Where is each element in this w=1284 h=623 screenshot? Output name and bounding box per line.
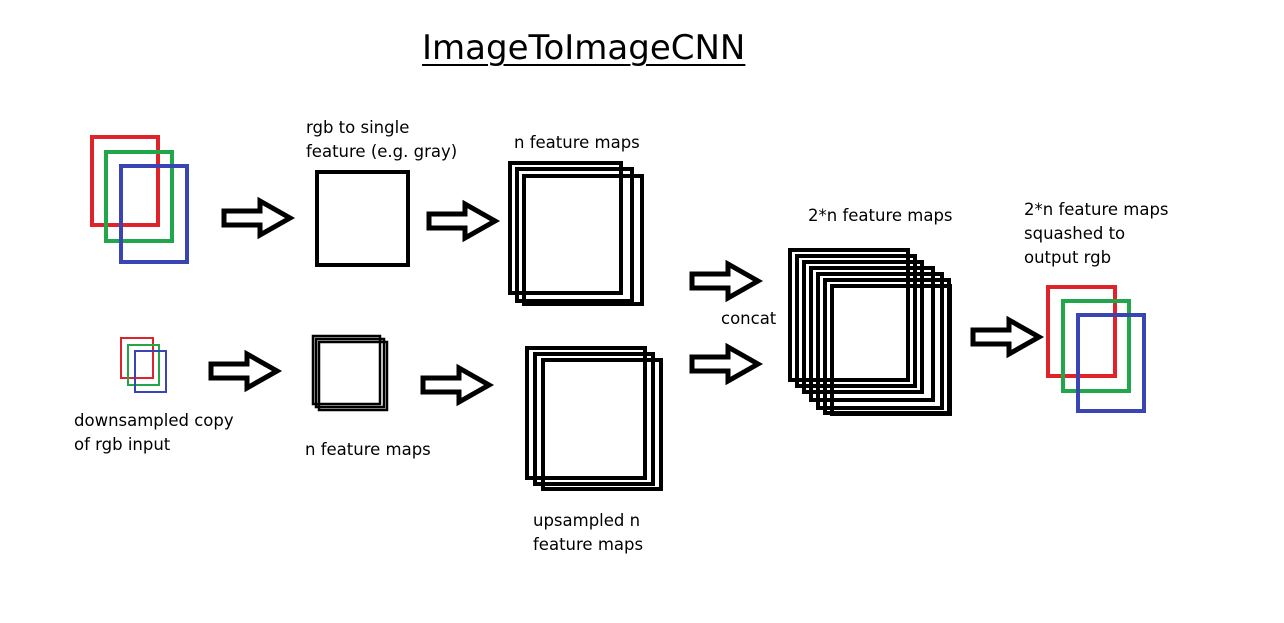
label-line: feature maps [533, 535, 644, 554]
feature-map [795, 254, 917, 388]
green-channel-square [104, 150, 174, 243]
label-line: 2*n feature maps [1024, 200, 1169, 219]
two-n-feature-maps-label: 2*n feature maps [808, 204, 953, 228]
green-channel-square [127, 344, 160, 386]
arrow-icon [692, 264, 758, 298]
n-feature-maps-stack-top [508, 161, 644, 306]
rgb-output-icon [1046, 285, 1146, 413]
upsampled-feature-maps-stack [525, 346, 663, 491]
feature-map [788, 248, 910, 382]
red-channel-square [90, 135, 160, 227]
green-channel-square [1061, 299, 1131, 393]
feature-map [533, 352, 655, 486]
n-feature-maps-stack-bottom [311, 334, 389, 412]
red-channel-square [1046, 285, 1117, 378]
red-channel-square [120, 337, 154, 379]
blue-channel-square [1076, 313, 1146, 413]
label-line: downsampled copy [74, 411, 234, 430]
feature-map [522, 174, 644, 306]
feature-map [802, 260, 924, 394]
downsampled-rgb-icon [120, 337, 167, 393]
arrow-icon [973, 320, 1039, 354]
concat-label: concat [721, 307, 776, 331]
label-line: output rgb [1024, 248, 1112, 267]
feature-map [541, 358, 663, 491]
upsampled-feature-maps-label: upsampled n feature maps [533, 509, 643, 557]
feature-map [314, 337, 386, 409]
feature-map [311, 334, 382, 406]
n-feature-maps-bottom-label: n feature maps [305, 438, 431, 462]
feature-map [830, 284, 952, 416]
arrow-icon [423, 368, 489, 402]
feature-map [508, 161, 623, 295]
label-line: concat [721, 309, 777, 328]
blue-channel-square [134, 350, 167, 393]
rgb-input-icon [90, 135, 189, 264]
feature-map [809, 266, 935, 402]
blue-channel-square [119, 164, 189, 264]
two-n-feature-maps-stack [788, 248, 952, 416]
feature-map [525, 346, 647, 480]
squashed-output-label: 2*n feature maps squashed to output rgb [1024, 198, 1169, 270]
rgb-to-single-feature-label: rgb to single feature (e.g. gray) [306, 116, 457, 164]
label-line: n feature maps [514, 133, 640, 152]
downsampled-copy-label: downsampled copy of rgb input [74, 409, 234, 457]
label-line: n feature maps [305, 440, 431, 459]
n-feature-maps-top-label: n feature maps [514, 131, 640, 155]
label-line: rgb to single [306, 118, 410, 137]
feature-map [515, 167, 634, 303]
feature-map [816, 272, 944, 410]
label-line: squashed to [1024, 224, 1126, 243]
arrow-icon [224, 201, 290, 235]
label-line: upsampled n [533, 511, 641, 530]
arrow-icon [211, 354, 277, 388]
label-line: of rgb input [74, 435, 171, 454]
single-feature-map [315, 170, 410, 267]
diagram-title: ImageToImageCNN [422, 28, 746, 68]
arrow-icon [692, 347, 758, 381]
label-line: feature (e.g. gray) [306, 142, 458, 161]
label-line: 2*n feature maps [808, 206, 953, 225]
feature-map [317, 340, 389, 412]
arrow-icon [429, 204, 495, 238]
